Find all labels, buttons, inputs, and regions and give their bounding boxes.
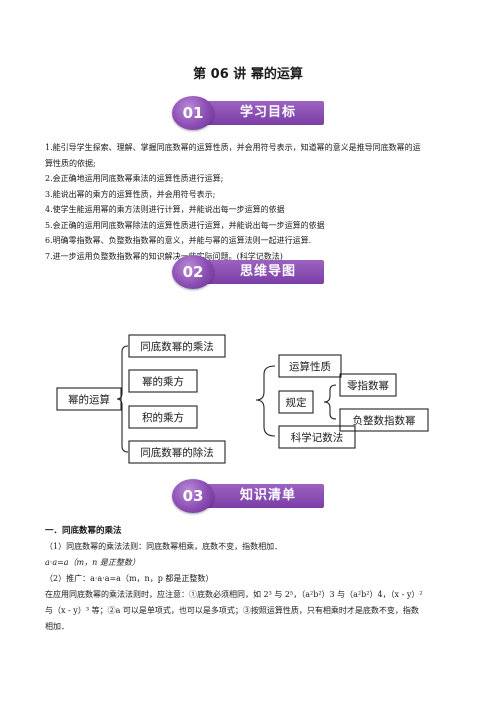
content-paragraph: （2）推广：a·a·a=a（m，n，p 都是正整数） [45, 574, 214, 583]
goal-line: 3.能说出幂的乘方的运算性质，并会用符号表示; [45, 189, 216, 199]
goal-line: 1.能引导学生探索、理解、掌握同底数幂的运算性质，并会用符号表示，知道幂的意义是… [45, 143, 421, 152]
section-header-mindmap: 02 思维导图 [172, 255, 324, 289]
learning-goals: 1.能引导学生探索、理解、掌握同底数幂的运算性质，并会用符号表示，知道幂的意义是… [45, 140, 455, 264]
section-label: 知识清单 [204, 484, 324, 508]
section-number: 02 [172, 255, 214, 289]
goal-line: 5.会正确的运用同底数幂除法的运算性质进行运算，并能说出每一步运算的依据 [45, 220, 325, 230]
content-heading: 一．同底数幂的乘法 [45, 526, 122, 536]
knowledge-content: 一．同底数幂的乘法 （1）同底数幂的乘法法则：同底数幂相乘，底数不变，指数相加．… [45, 523, 457, 635]
formula-line: a·a=a（m，n 是正整数） [45, 558, 140, 567]
page-title: 第 06 讲 幂的运算 [193, 67, 303, 82]
mindmap-branch: 积的乘方 [142, 411, 184, 424]
mindmap-branch: 同底数幂的乘法 [140, 340, 214, 353]
content-paragraph: 相加． [45, 622, 69, 631]
mindmap-root: 幂的运算 [68, 393, 110, 406]
goal-line: 6.明确零指数幂、负整数指数幂的意义，并能与幂的运算法则一起进行运算. [45, 236, 312, 245]
mindmap-middle: 科学记数法 [291, 431, 344, 444]
mindmap-branch-box [128, 334, 226, 358]
goal-line: 算性质的依据; [45, 158, 96, 168]
mindmap-root-box [56, 387, 122, 411]
section-label: 学习目标 [204, 101, 324, 125]
content-paragraph: （1）同底数幂的乘法法则：同底数幂相乘，底数不变，指数相加． [45, 542, 283, 551]
section-label: 思维导图 [204, 260, 324, 284]
mindmap-branch: 幂的乘方 [142, 375, 184, 388]
mindmap-branch-box [128, 369, 198, 393]
section-number: 01 [172, 96, 214, 130]
section-header-knowledge: 03 知识清单 [172, 479, 324, 513]
section-header-goals: 01 学习目标 [172, 96, 324, 130]
goal-line: 2.会正确地运用同底数幂乘法的运算性质进行运算; [45, 174, 224, 183]
section-number: 03 [172, 479, 214, 513]
mindmap-branch-box [128, 440, 226, 464]
goal-line: 4.使学生能运用幂的乘方法则进行计算，并能说出每一步运算的依据 [45, 205, 285, 214]
mindmap-middle: 运算性质 [289, 360, 331, 373]
mindmap-middle-box [278, 354, 342, 378]
mindmap-branch: 同底数幂的除法 [140, 446, 214, 459]
content-paragraph: 在应用同底数幂的乘法法则时，应注意：①底数必须相同，如 2³ 与 2⁵，（a²b… [45, 590, 423, 599]
mindmap-right-box [339, 373, 397, 397]
mindmap-middle-box [278, 425, 356, 449]
goal-line: 7.进一步运用负整数指数幂的知识解决一些实际问题。(科学记数法) [45, 251, 283, 261]
mindmap-branch-box [128, 405, 198, 429]
mindmap-right: 零指数幂 [347, 379, 389, 392]
mindmap-right-box [339, 408, 429, 432]
content-paragraph: 与（x - y）³ 等；②a 可以是单项式，也可以是多项式；③按照运算性质，只有… [45, 606, 419, 615]
mindmap-middle: 规定 [286, 396, 307, 409]
mindmap-right: 负整数指数幂 [353, 414, 416, 427]
mindmap-middle-box [278, 390, 314, 414]
